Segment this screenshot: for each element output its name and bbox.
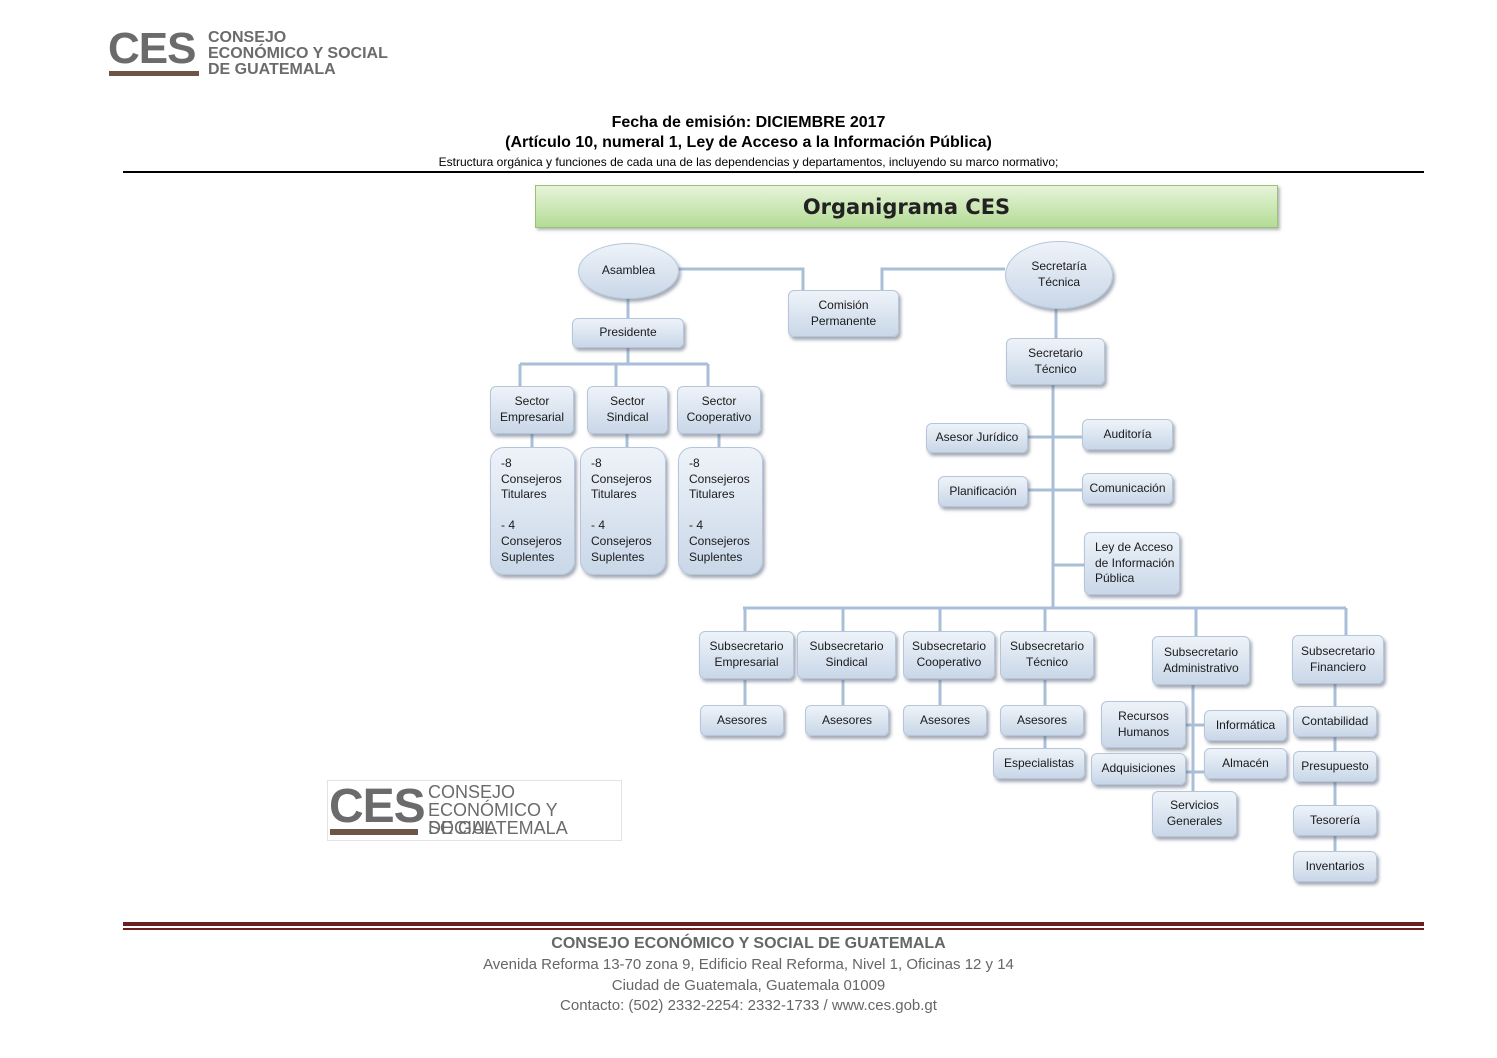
- logo-line1: CONSEJO: [208, 29, 287, 46]
- node-asesores-cooperativo: Asesores: [903, 705, 987, 736]
- fecha-emision: Fecha de emisión: DICIEMBRE 2017: [0, 114, 1497, 132]
- node-sector-cooperativo: Sector Cooperativo: [677, 386, 761, 434]
- node-asesores-sindical: Asesores: [805, 705, 889, 736]
- footer-rule: [123, 922, 1424, 926]
- logo-line3: DE GUATEMALA: [208, 61, 336, 78]
- ces-logo-top: CES CONSEJO ECONÓMICO Y SOCIAL DE GUATEM…: [108, 24, 408, 80]
- node-subsecretario-cooperativo: Subsecretario Cooperativo: [903, 631, 995, 679]
- node-subsecretario-financiero: Subsecretario Financiero: [1292, 635, 1384, 684]
- node-ley-acceso: Ley de Acceso de Información Pública: [1084, 532, 1180, 595]
- logo-line3: DE GUATEMALA: [428, 818, 568, 838]
- node-auditoria: Auditoría: [1082, 419, 1173, 450]
- node-subsecretario-sindical: Subsecretario Sindical: [797, 631, 896, 679]
- fecha-value: DICIEMBRE 2017: [755, 114, 886, 131]
- node-presupuesto: Presupuesto: [1293, 751, 1377, 782]
- header-rule: [123, 171, 1424, 173]
- node-asesores-empresarial: Asesores: [700, 705, 784, 736]
- node-asesor-juridico: Asesor Jurídico: [926, 423, 1028, 453]
- node-subsecretario-administrativo: Subsecretario Administrativo: [1152, 636, 1250, 685]
- node-consejeros-cooperativo: -8 Consejeros Titulares - 4 Consejeros S…: [678, 447, 763, 575]
- ces-logo-bottom: CES CONSEJO ECONÓMICO Y SOCIAL DE GUATEM…: [327, 780, 622, 841]
- node-adquisiciones: Adquisiciones: [1091, 753, 1186, 785]
- articulo-line: (Artículo 10, numeral 1, Ley de Acceso a…: [505, 134, 992, 151]
- node-comision-permanente: Comisión Permanente: [788, 290, 899, 337]
- logo-line2: ECONÓMICO Y SOCIAL: [208, 45, 388, 62]
- logo-acronym: CES: [329, 780, 426, 833]
- footer-city: Ciudad de Guatemala, Guatemala 01009: [611, 977, 886, 994]
- node-asamblea: Asamblea: [578, 243, 679, 299]
- node-asesores-tecnico: Asesores: [1000, 705, 1084, 736]
- footer-contact: Contacto: (502) 2332-2254: 2332-1733 / w…: [560, 997, 937, 1014]
- node-secretario-tecnico: Secretario Técnico: [1006, 338, 1105, 385]
- logo-line1: CONSEJO: [428, 782, 516, 802]
- fecha-label: Fecha de emisión:: [611, 114, 756, 131]
- logo-acronym: CES: [108, 24, 196, 73]
- node-especialistas: Especialistas: [993, 748, 1085, 779]
- node-inventarios: Inventarios: [1293, 851, 1377, 882]
- logo-underline: [109, 71, 199, 76]
- node-secretaria-tecnica: Secretaría Técnica: [1005, 241, 1113, 309]
- descripcion-line: Estructura orgánica y funciones de cada …: [438, 155, 1059, 169]
- node-servicios-generales: Servicios Generales: [1152, 791, 1237, 837]
- node-almacen: Almacén: [1204, 748, 1287, 779]
- node-tesoreria: Tesorería: [1293, 805, 1377, 836]
- footer-rule-thin: [123, 928, 1424, 930]
- node-subsecretario-tecnico: Subsecretario Técnico: [1000, 631, 1094, 679]
- logo-underline: [330, 829, 418, 835]
- chart-title: Organigrama CES: [535, 185, 1278, 228]
- node-consejeros-empresarial: -8 Consejeros Titulares - 4 Consejeros S…: [490, 447, 575, 575]
- node-comunicacion: Comunicación: [1082, 473, 1173, 504]
- node-recursos-humanos: Recursos Humanos: [1101, 701, 1186, 748]
- node-informatica: Informática: [1204, 710, 1287, 741]
- node-contabilidad: Contabilidad: [1293, 706, 1377, 737]
- node-sector-sindical: Sector Sindical: [587, 386, 668, 434]
- node-subsecretario-empresarial: Subsecretario Empresarial: [699, 631, 794, 679]
- logo-line2: ECONÓMICO Y SOCIAL: [428, 800, 558, 838]
- node-sector-empresarial: Sector Empresarial: [490, 386, 574, 434]
- node-planificacion: Planificación: [938, 476, 1028, 507]
- footer-org-name: CONSEJO ECONÓMICO Y SOCIAL DE GUATEMALA: [551, 935, 946, 952]
- footer-address: Avenida Reforma 13-70 zona 9, Edificio R…: [483, 956, 1014, 973]
- node-presidente: Presidente: [572, 318, 684, 348]
- node-consejeros-sindical: -8 Consejeros Titulares - 4 Consejeros S…: [580, 447, 666, 575]
